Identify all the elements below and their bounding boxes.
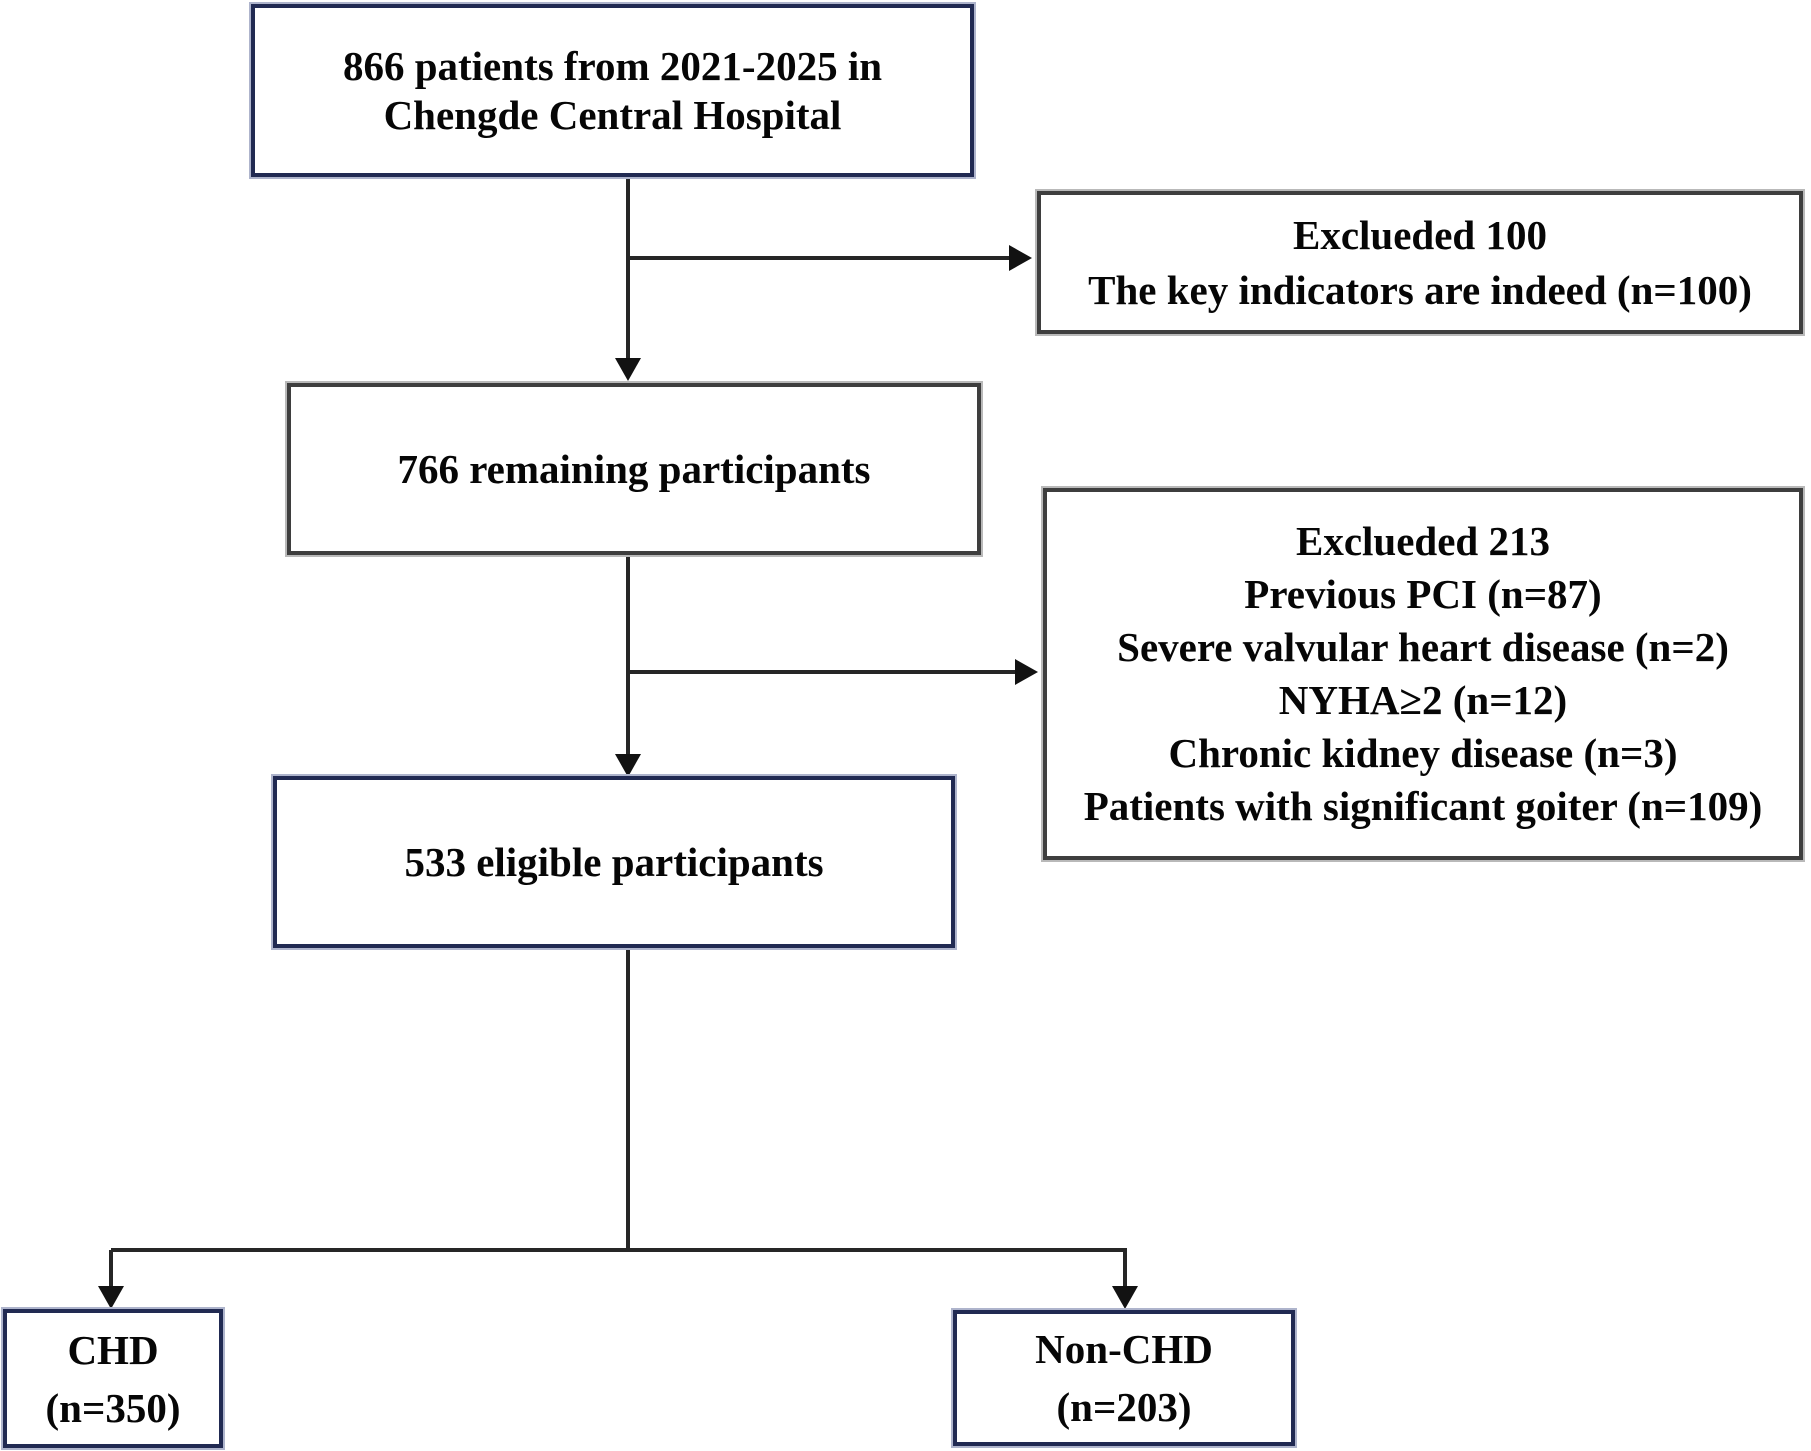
- box-non-chd-line2: (n=203): [1056, 1384, 1192, 1430]
- connector-branch-excluded-100: [628, 256, 1009, 260]
- box-patients-866-line1: 866 patients from 2021-2025 in: [342, 42, 883, 89]
- box-remaining-766: 766 remaining participants: [287, 383, 981, 555]
- box-patients-866: 866 patients from 2021-2025 in Chengde C…: [251, 4, 974, 177]
- box-excluded-100-line2: The key indicators are indeed (n=100): [1088, 266, 1752, 313]
- connector-vertical-top: [626, 177, 630, 358]
- box-excluded-213-line3: Severe valvular heart disease (n=2): [1117, 624, 1729, 670]
- arrow-right-icon: [1015, 659, 1038, 685]
- connector-branch-excluded-213: [628, 670, 1015, 674]
- connector-down-nonchd: [1123, 1250, 1127, 1286]
- arrow-right-icon: [1009, 245, 1032, 271]
- box-excluded-213-line2: Previous PCI (n=87): [1244, 571, 1602, 617]
- box-remaining-766-label: 766 remaining participants: [397, 445, 871, 492]
- box-eligible-533: 533 eligible participants: [273, 776, 955, 948]
- box-excluded-213-line1: Exclueded 213: [1296, 518, 1550, 564]
- box-excluded-100: Exclueded 100 The key indicators are ind…: [1037, 191, 1803, 334]
- box-patients-866-line2: Chengde Central Hospital: [383, 91, 842, 138]
- arrow-down-icon: [98, 1286, 124, 1309]
- connector-down-chd: [109, 1250, 113, 1286]
- arrow-down-icon: [1112, 1286, 1138, 1309]
- box-non-chd: Non-CHD (n=203): [953, 1310, 1295, 1446]
- connector-vertical-lower: [626, 948, 630, 1252]
- box-excluded-100-line1: Exclueded 100: [1293, 211, 1547, 258]
- arrow-down-icon: [615, 754, 641, 777]
- box-excluded-213: Exclueded 213 Previous PCI (n=87) Severe…: [1043, 488, 1803, 860]
- box-excluded-213-line6: Patients with significant goiter (n=109): [1083, 783, 1763, 829]
- connector-vertical-mid: [626, 555, 630, 754]
- connector-split-horizontal: [111, 1248, 1127, 1252]
- box-excluded-213-line5: Chronic kidney disease (n=3): [1168, 730, 1678, 776]
- box-chd-line1: CHD: [67, 1326, 159, 1373]
- arrow-down-icon: [615, 358, 641, 381]
- box-chd-line2: (n=350): [45, 1384, 181, 1431]
- box-eligible-533-label: 533 eligible participants: [404, 838, 824, 885]
- box-non-chd-line1: Non-CHD: [1035, 1326, 1213, 1372]
- box-chd: CHD (n=350): [3, 1309, 223, 1448]
- box-excluded-213-line4: NYHA≥2 (n=12): [1278, 677, 1568, 723]
